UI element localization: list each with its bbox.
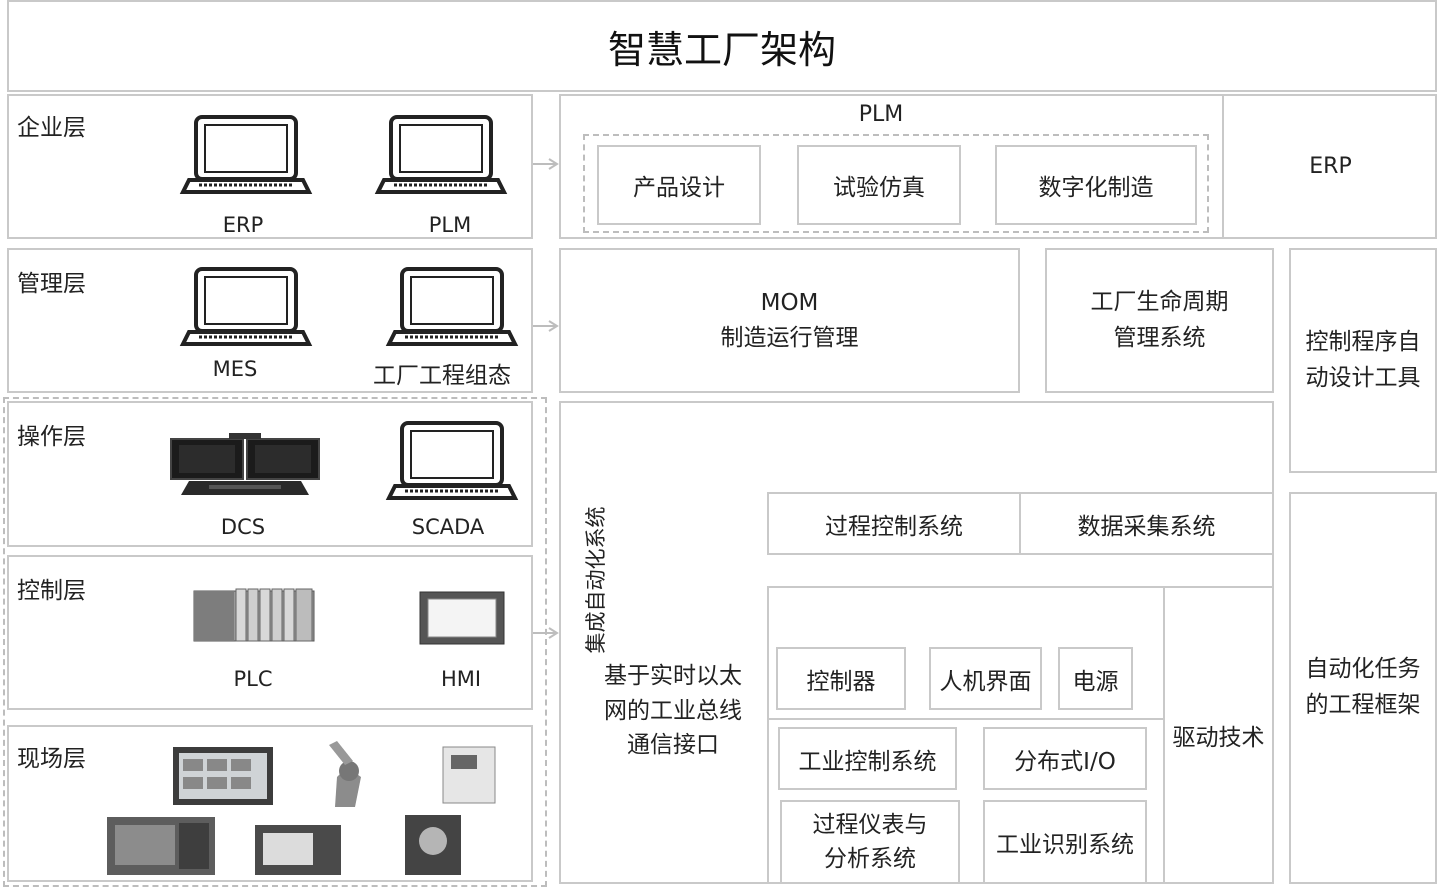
device-label-dcs: DCS bbox=[220, 515, 266, 539]
layer-management: 管理层 MES 工厂工程组态 bbox=[7, 248, 533, 393]
task-framework-block: 自动化任务 的工程框架 bbox=[1289, 492, 1437, 884]
plm-item-simulation: 试验仿真 bbox=[797, 145, 961, 225]
device-label-hmi: HMI bbox=[440, 667, 482, 691]
plm-title: PLM bbox=[858, 102, 904, 127]
arrow-right-icon bbox=[533, 158, 559, 170]
layer-field: 现场层 bbox=[7, 725, 533, 882]
ethernet-interface-label: 基于实时以太 网的工业总线 通信接口 bbox=[604, 663, 742, 758]
instruments-box: 过程仪表与 分析系统 bbox=[780, 800, 960, 884]
data-acquisition-block: 数据采集系统 bbox=[1019, 492, 1274, 555]
device-label-plc: PLC bbox=[233, 667, 273, 691]
device-label-scada: SCADA bbox=[411, 515, 485, 539]
mom-block: MOM 制造运行管理 bbox=[559, 248, 1020, 393]
plm-items-group bbox=[583, 134, 1209, 233]
erp-label: ERP bbox=[1309, 154, 1352, 179]
arrow-right-icon bbox=[533, 320, 559, 332]
hmi-panel-icon bbox=[419, 591, 505, 645]
device-label-plant-engineering: 工厂工程组态 bbox=[373, 363, 511, 389]
layer-operation: 操作层 DCS SCADA bbox=[7, 401, 533, 547]
power-box: 电源 bbox=[1058, 647, 1133, 710]
distributed-io-box: 分布式I/O bbox=[983, 727, 1147, 790]
device-label-mes: MES bbox=[212, 357, 258, 381]
laptop-icon bbox=[179, 267, 313, 346]
controller-box: 控制器 bbox=[776, 647, 906, 710]
integrated-automation-label: 集成自动化系统 bbox=[584, 506, 608, 654]
layer-label: 管理层 bbox=[17, 271, 86, 297]
lower-layers-group bbox=[3, 397, 547, 887]
laptop-icon bbox=[385, 267, 519, 346]
layer-label: 企业层 bbox=[17, 115, 86, 141]
dual-monitor-icon bbox=[170, 433, 320, 495]
erp-block: ERP bbox=[1222, 94, 1437, 239]
hmi-box: 人机界面 bbox=[929, 647, 1042, 710]
layer-enterprise: 企业层 ERP PLM bbox=[7, 94, 533, 239]
device-label-erp: ERP bbox=[222, 213, 264, 237]
layer-label: 操作层 bbox=[17, 424, 86, 450]
mom-label: MOM 制造运行管理 bbox=[720, 290, 859, 351]
layer-label: 现场层 bbox=[17, 746, 86, 772]
laptop-icon bbox=[374, 115, 508, 194]
arrow-right-icon bbox=[533, 627, 559, 639]
laptop-icon bbox=[385, 421, 519, 500]
layer-control: 控制层 PLC HMI bbox=[7, 555, 533, 710]
diagram-title: 智慧工厂架构 bbox=[607, 27, 836, 72]
process-control-block: 过程控制系统 bbox=[767, 492, 1021, 555]
layer-label: 控制层 bbox=[17, 578, 86, 604]
plm-item-product-design: 产品设计 bbox=[597, 145, 761, 225]
auto-design-block: 控制程序自 动设计工具 bbox=[1289, 248, 1437, 473]
lifecycle-block: 工厂生命周期 管理系统 bbox=[1045, 248, 1274, 393]
task-framework-label: 自动化任务 的工程框架 bbox=[1305, 656, 1421, 718]
plm-item-digital-mfg: 数字化制造 bbox=[995, 145, 1197, 225]
field-devices-icon bbox=[107, 741, 496, 875]
plc-rack-icon bbox=[193, 588, 315, 642]
device-label-plm: PLM bbox=[428, 213, 472, 237]
auto-design-label: 控制程序自 动设计工具 bbox=[1305, 328, 1421, 391]
industrial-control-box: 工业控制系统 bbox=[778, 727, 957, 790]
drive-technology-box: 驱动技术 bbox=[1163, 586, 1274, 884]
title-bar: 智慧工厂架构 bbox=[7, 0, 1437, 92]
identification-box: 工业识别系统 bbox=[983, 800, 1147, 884]
lifecycle-label: 工厂生命周期 管理系统 bbox=[1090, 288, 1229, 351]
laptop-icon bbox=[179, 115, 313, 194]
